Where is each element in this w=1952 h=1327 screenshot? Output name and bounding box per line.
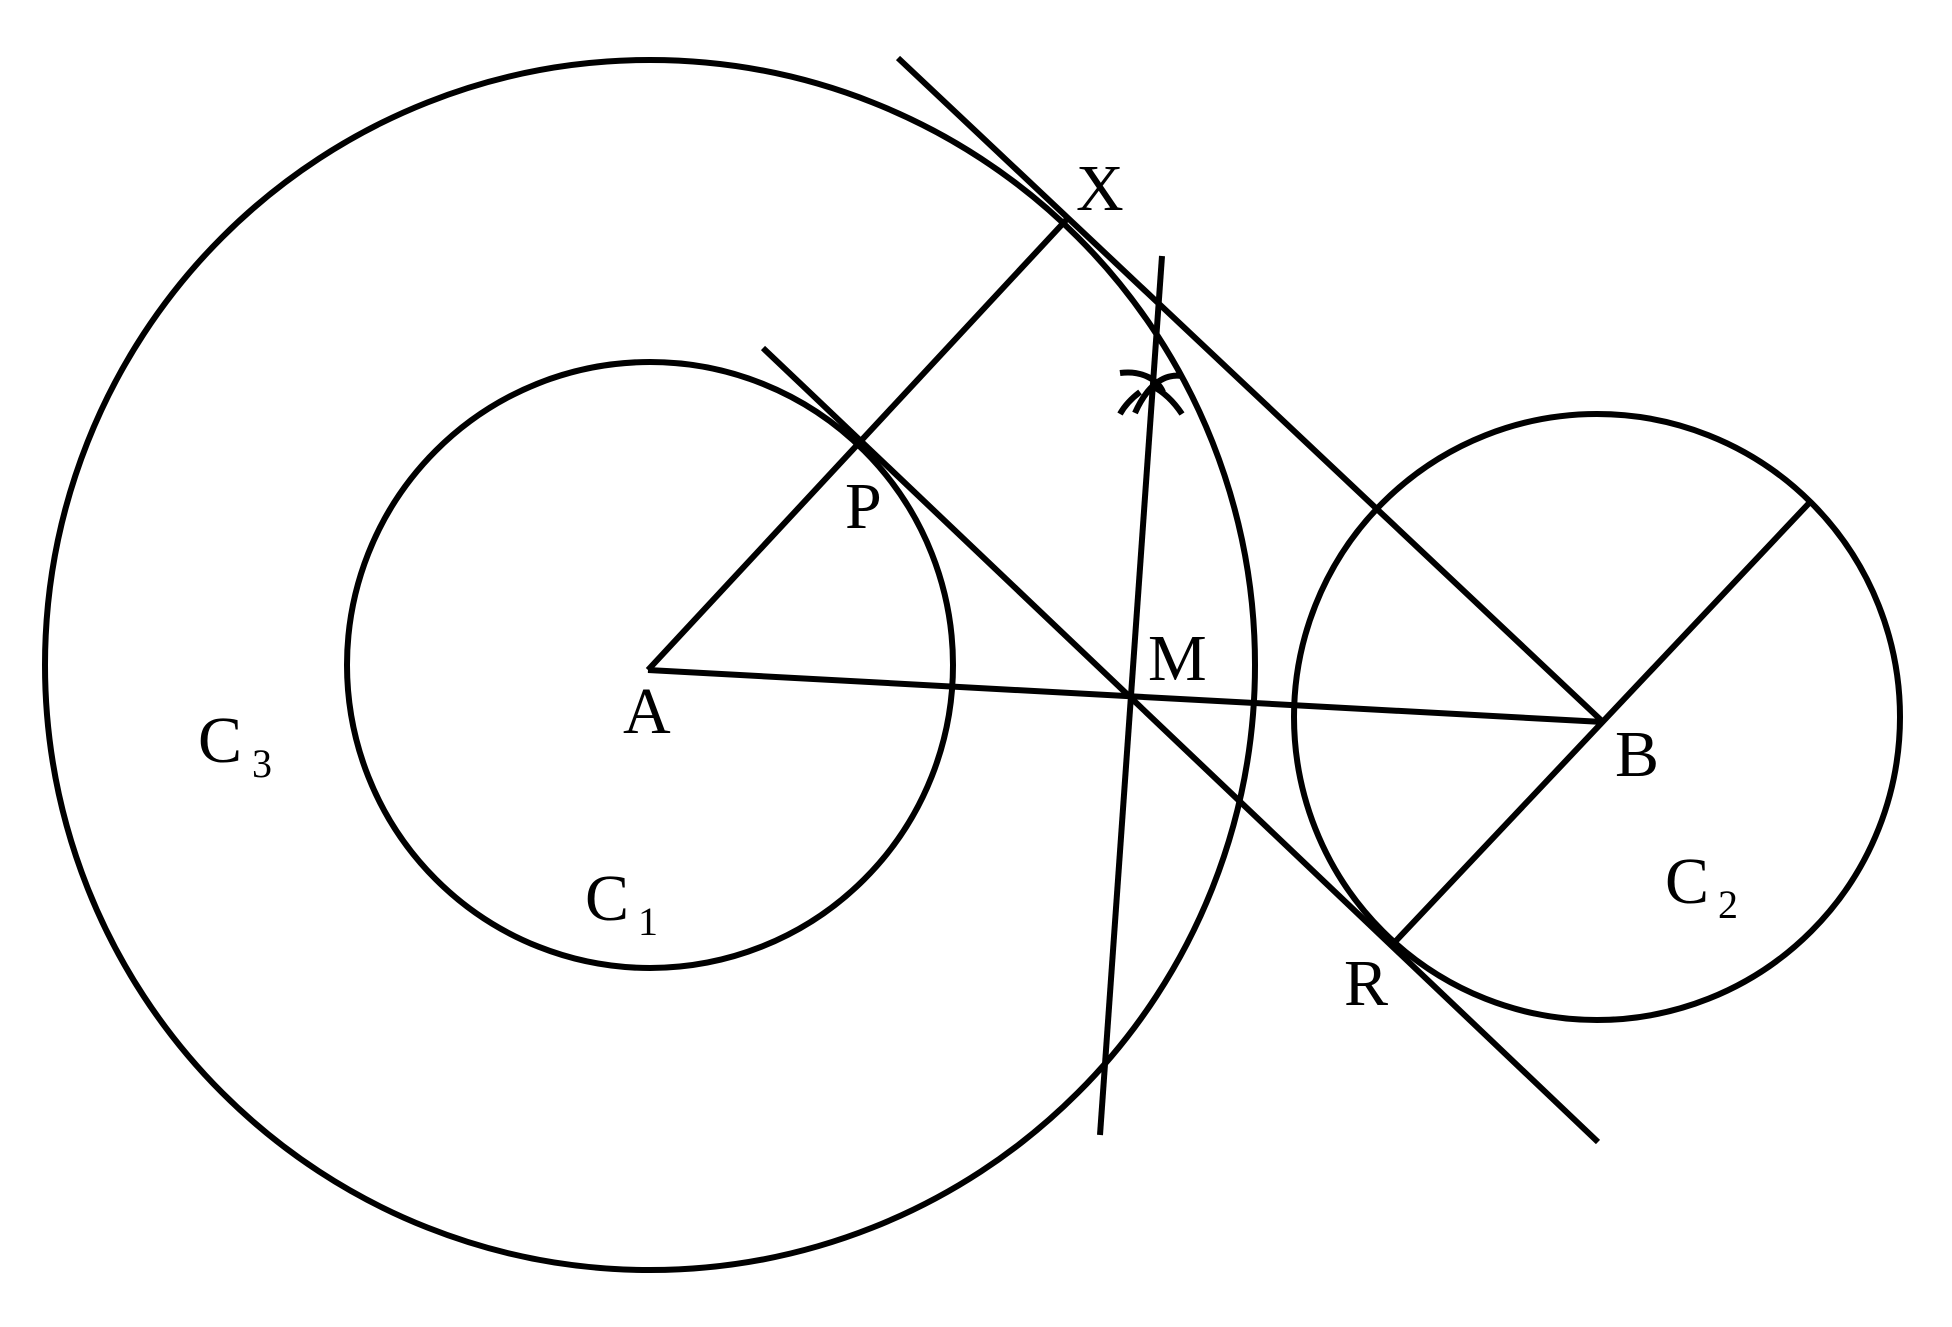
construction-arc-right-lower xyxy=(1150,383,1185,416)
construction-arc-left-lower xyxy=(1117,389,1142,416)
label-point-b: B xyxy=(1615,718,1659,791)
svg-text:2: 2 xyxy=(1718,882,1738,927)
label-point-r: R xyxy=(1344,947,1388,1020)
svg-text:1: 1 xyxy=(638,899,658,944)
circle-c3 xyxy=(42,57,1258,1273)
line-x-b xyxy=(895,55,1606,725)
segment-r-b-diameter xyxy=(1390,497,1815,947)
svg-text:C: C xyxy=(585,862,629,935)
svg-text:3: 3 xyxy=(252,741,272,786)
perpendicular-bisector xyxy=(1097,255,1165,1136)
construction-arc-right xyxy=(1132,372,1183,415)
line-p-m-r xyxy=(760,345,1601,1145)
segment-a-x xyxy=(645,215,1071,673)
label-point-p: P xyxy=(845,470,882,543)
label-circle-c3: C 3 xyxy=(198,704,272,786)
svg-text:C: C xyxy=(1665,845,1709,918)
label-point-a: A xyxy=(623,675,671,748)
label-circle-c2: C 2 xyxy=(1665,845,1738,927)
circle-c1 xyxy=(344,359,956,971)
label-point-m: M xyxy=(1148,622,1207,695)
circle-c2 xyxy=(1291,411,1903,1023)
svg-text:C: C xyxy=(198,704,242,777)
label-circle-c1: C 1 xyxy=(585,862,658,944)
label-point-x: X xyxy=(1076,152,1124,225)
